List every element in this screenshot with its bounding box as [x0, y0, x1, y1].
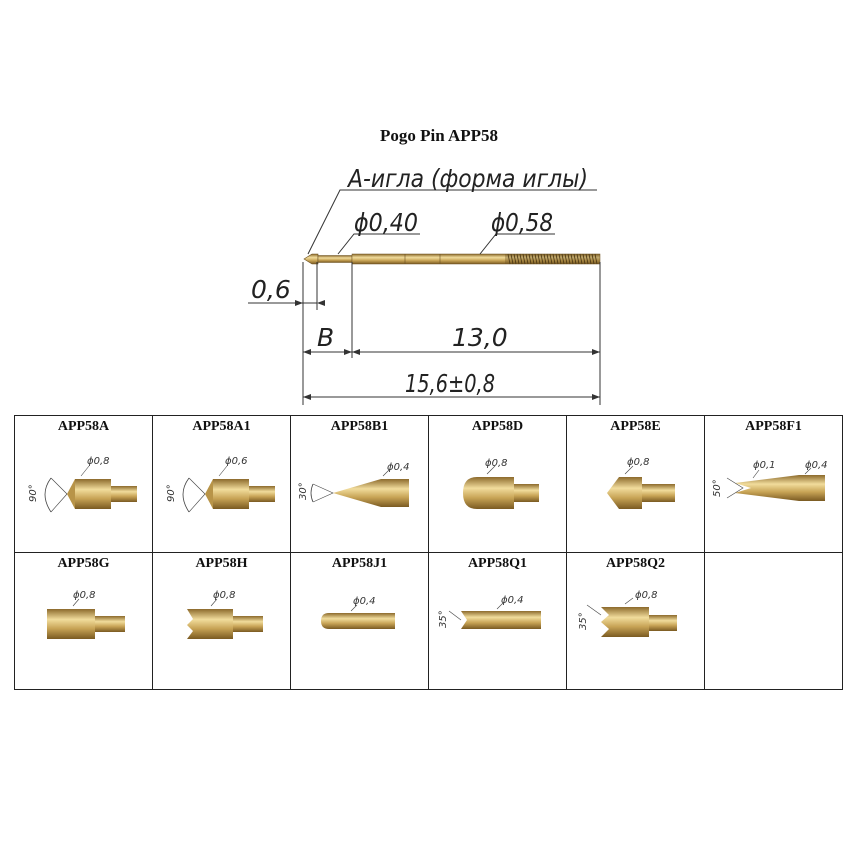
tip-cell: APP58H ϕ0,8 — [152, 552, 291, 690]
tip-diameter: ϕ0,6 — [225, 456, 248, 467]
tip-diameter: ϕ0,8 — [213, 590, 236, 601]
tip-diameter: ϕ0,8 — [485, 458, 508, 469]
pogo-pin-illustration — [303, 253, 601, 265]
tip-code: APP58D — [471, 419, 524, 434]
tip-d-illustration: ϕ0,8 — [463, 458, 539, 509]
page-title: Pogo Pin APP58 — [379, 126, 499, 145]
body-length-label: 13,0 — [452, 323, 508, 352]
empty-cell — [704, 552, 843, 690]
tip-cell: APP58D ϕ0,8 — [428, 415, 567, 553]
tip-types-table: APP58A ϕ0,8 90° APP58A1 ϕ — [14, 415, 843, 690]
tip-cell: APP58Q1 ϕ0,4 35° — [428, 552, 567, 690]
tip-code: APP58E — [610, 419, 661, 434]
tip-code: APP58Q2 — [605, 556, 666, 571]
tip-q1-illustration: ϕ0,4 35° — [438, 595, 541, 629]
tip-angle: 50° — [712, 479, 723, 497]
tip-cell: APP58Q2 ϕ0,8 35° — [566, 552, 705, 690]
tip-cell: APP58A ϕ0,8 90° — [14, 415, 153, 553]
tip-angle: 35° — [438, 610, 449, 628]
barrel-diameter-label: ϕ0,58 — [491, 208, 553, 237]
tip-diameter: ϕ0,8 — [627, 457, 650, 468]
tip-angle: 90° — [166, 484, 177, 502]
tip-a1-illustration: ϕ0,6 90° — [166, 456, 275, 513]
tip-diameter: ϕ0,4 — [353, 596, 376, 607]
tip-h-illustration: ϕ0,8 — [187, 590, 263, 639]
tip-diameter: ϕ0,4 — [501, 595, 524, 606]
tip-cell: APP58A1 ϕ0,6 90° — [152, 415, 291, 553]
tip-code: APP58A1 — [192, 419, 251, 434]
tip-length-label: 0,6 — [251, 275, 291, 304]
plunger-diameter-label: ϕ0,40 — [354, 208, 418, 237]
tip-code: APP58Q1 — [467, 556, 528, 571]
tip-b1-illustration: ϕ0,4 30° — [298, 462, 410, 507]
tip-diameter: ϕ0,4 — [387, 462, 410, 473]
total-length-label: 15,6±0,8 — [405, 369, 495, 398]
tip-diameter: ϕ0,4 — [805, 460, 828, 471]
tip-angle: 30° — [298, 482, 309, 500]
tip-cell: APP58F1 ϕ0,1 ϕ0,4 50° — [704, 415, 843, 553]
tip-code: APP58H — [195, 556, 248, 571]
tip-q2-illustration: ϕ0,8 35° — [578, 590, 677, 637]
tip-e-illustration: ϕ0,8 — [607, 457, 675, 509]
tip-a-illustration: ϕ0,8 90° — [28, 456, 137, 513]
tip-code: APP58F1 — [745, 419, 802, 434]
tip-code: APP58J1 — [331, 556, 388, 571]
tip-angle: 35° — [578, 612, 589, 630]
tip-diameter-secondary: ϕ0,1 — [753, 460, 776, 471]
tip-j1-illustration: ϕ0,4 — [321, 596, 395, 629]
tip-diameter: ϕ0,8 — [73, 590, 96, 601]
pin-dimension-drawing: A-игла (форма иглы) ϕ0,40 ϕ0,58 0,6 B 13… — [248, 164, 601, 405]
tip-diameter: ϕ0,8 — [87, 456, 110, 467]
tip-code: APP58B1 — [330, 419, 389, 434]
tip-cell: APP58G ϕ0,8 — [14, 552, 153, 690]
tip-cell: APP58J1 ϕ0,4 — [290, 552, 429, 690]
tip-cell: APP58E ϕ0,8 — [566, 415, 705, 553]
tip-cell: APP58B1 ϕ0,4 30° — [290, 415, 429, 553]
tip-code: APP58A — [57, 419, 110, 434]
tip-g-illustration: ϕ0,8 — [47, 590, 125, 639]
tip-angle: 90° — [28, 484, 39, 502]
b-length-label: B — [317, 323, 334, 352]
tip-code: APP58G — [57, 556, 110, 571]
tip-f1-illustration: ϕ0,1 ϕ0,4 50° — [712, 460, 828, 501]
needle-shape-label: A-игла (форма иглы) — [346, 164, 588, 193]
tip-diameter: ϕ0,8 — [635, 590, 658, 601]
